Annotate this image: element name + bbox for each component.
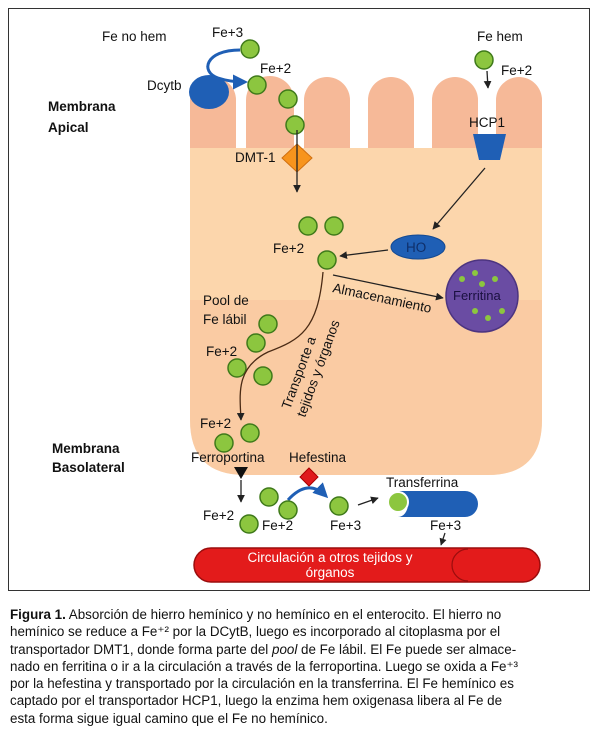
- membrana-basolateral-label-1: Membrana: [52, 441, 120, 456]
- microvillus: [496, 77, 542, 150]
- caption-line: por la hefestina y transportado por la c…: [10, 676, 514, 692]
- iron-atom-fe3: [240, 39, 260, 59]
- iron-atom: [324, 216, 344, 236]
- fe2-bottom-cell-label: Fe+2: [200, 416, 231, 431]
- fe-hem-label: Fe hem: [477, 29, 523, 44]
- fe2-top-left-label: Fe+2: [260, 61, 291, 76]
- caption-italic-term: pool: [272, 641, 298, 657]
- microvillus: [368, 77, 414, 150]
- caption-line: esta forma sigue igual camino que el Fe …: [10, 710, 328, 726]
- fe2-out-2-label: Fe+2: [262, 518, 293, 533]
- fe2-center-label: Fe+2: [273, 241, 304, 256]
- blood-vessel: [193, 547, 541, 583]
- figure-label: Figura 1.: [10, 607, 66, 622]
- ferritina: Ferritina: [445, 259, 519, 333]
- transferrina-to-blood-arrow: [439, 532, 447, 546]
- hefestina-enzyme: [299, 467, 319, 487]
- dcytb-label: Dcytb: [147, 78, 182, 93]
- iron-atoms-basolateral: [214, 423, 260, 453]
- iron-atom: [317, 250, 337, 270]
- transport-arrow: [236, 271, 324, 421]
- figure-caption: Figura 1. Absorción de hierro hemínico y…: [10, 606, 590, 727]
- fe2-pool-label: Fe+2: [206, 344, 237, 359]
- ferritina-iron-dots: [459, 270, 505, 321]
- storage-arrow: [332, 274, 444, 301]
- iron-absorption-diagram: Membrana Apical Membrana Basolateral Fe …: [48, 25, 542, 583]
- microvillus: [432, 77, 478, 150]
- oxidation-arrow: [286, 482, 329, 502]
- fe3-out-label: Fe+3: [330, 518, 361, 533]
- microvillus: [304, 77, 350, 150]
- transferrina-protein: [398, 491, 478, 517]
- caption-line: hemínico se reduce a Fe⁺² por la DCytB, …: [10, 624, 501, 640]
- iron-atoms-pool: [227, 314, 278, 386]
- blood-vessel-section: [451, 548, 469, 582]
- dmt1-label: DMT-1: [235, 150, 276, 165]
- fe3-transferrina-label: Fe+3: [430, 518, 461, 533]
- fe3-top-label: Fe+3: [212, 25, 243, 40]
- ho-label: HO: [406, 240, 426, 255]
- iron-atom: [259, 487, 279, 507]
- enterocyte-lower-gradient: [190, 300, 542, 475]
- iron-atoms-center: [298, 216, 344, 270]
- pool-label-2: Fe lábil: [203, 312, 247, 327]
- caption-line: de Fe lábil. El Fe puede ser almace-: [297, 641, 517, 657]
- caption-line: nado en ferritina o ir a la circulación …: [10, 658, 519, 674]
- membrana-apical-label-1: Membrana: [48, 99, 116, 114]
- ferritina-label: Ferritina: [453, 288, 501, 303]
- pool-label-1: Pool de: [203, 293, 249, 308]
- membrana-basolateral-label-2: Basolateral: [52, 460, 125, 475]
- caption-line: captado por el transportador HCP1, luego…: [10, 693, 503, 709]
- iron-atom: [253, 366, 273, 386]
- iron-atoms-outside: [239, 487, 349, 534]
- ferroportina-label: Ferroportina: [191, 450, 265, 465]
- circulacion-label-1: Circulación a otros tejidos y: [247, 550, 412, 565]
- transferrina-label: Transferrina: [386, 475, 459, 490]
- fe3-to-transferrina-arrow: [357, 496, 379, 506]
- iron-atom-fe3: [329, 496, 349, 516]
- caption-line: Absorción de hierro hemínico y no hemíni…: [65, 607, 502, 622]
- iron-atom: [278, 500, 298, 520]
- membrana-apical-label-2: Apical: [48, 120, 89, 135]
- fe2-top-right-label: Fe+2: [501, 63, 532, 78]
- iron-atom: [258, 314, 278, 334]
- heme-arrow: [483, 70, 492, 89]
- ho-to-pool-arrow: [339, 249, 389, 259]
- hcp1-label: HCP1: [469, 115, 505, 130]
- ho-enzyme: [390, 234, 446, 260]
- dcytb-enzyme: [189, 75, 229, 109]
- iron-atom: [285, 115, 305, 135]
- hcp1-transporter: [473, 134, 506, 160]
- fe2-out-1-label: Fe+2: [203, 508, 234, 523]
- iron-atom: [240, 423, 260, 443]
- circulacion-label-2: órganos: [306, 565, 355, 580]
- iron-atom: [214, 433, 234, 453]
- iron-atom: [239, 514, 259, 534]
- iron-atom: [227, 358, 247, 378]
- iron-atoms-apical: [240, 39, 305, 135]
- iron-atom: [246, 333, 266, 353]
- fe-no-hem-label: Fe no hem: [102, 29, 167, 44]
- ferroportina-transporter: [234, 467, 248, 479]
- iron-atom: [278, 89, 298, 109]
- iron-atom-heme: [474, 50, 494, 70]
- hefestina-label: Hefestina: [289, 450, 347, 465]
- caption-line: transportador DMT1, donde forma parte de…: [10, 641, 272, 657]
- iron-atom-transferrina: [387, 491, 409, 513]
- iron-atom: [247, 75, 267, 95]
- iron-atom: [298, 216, 318, 236]
- hcp1-to-ho-arrow: [432, 167, 486, 230]
